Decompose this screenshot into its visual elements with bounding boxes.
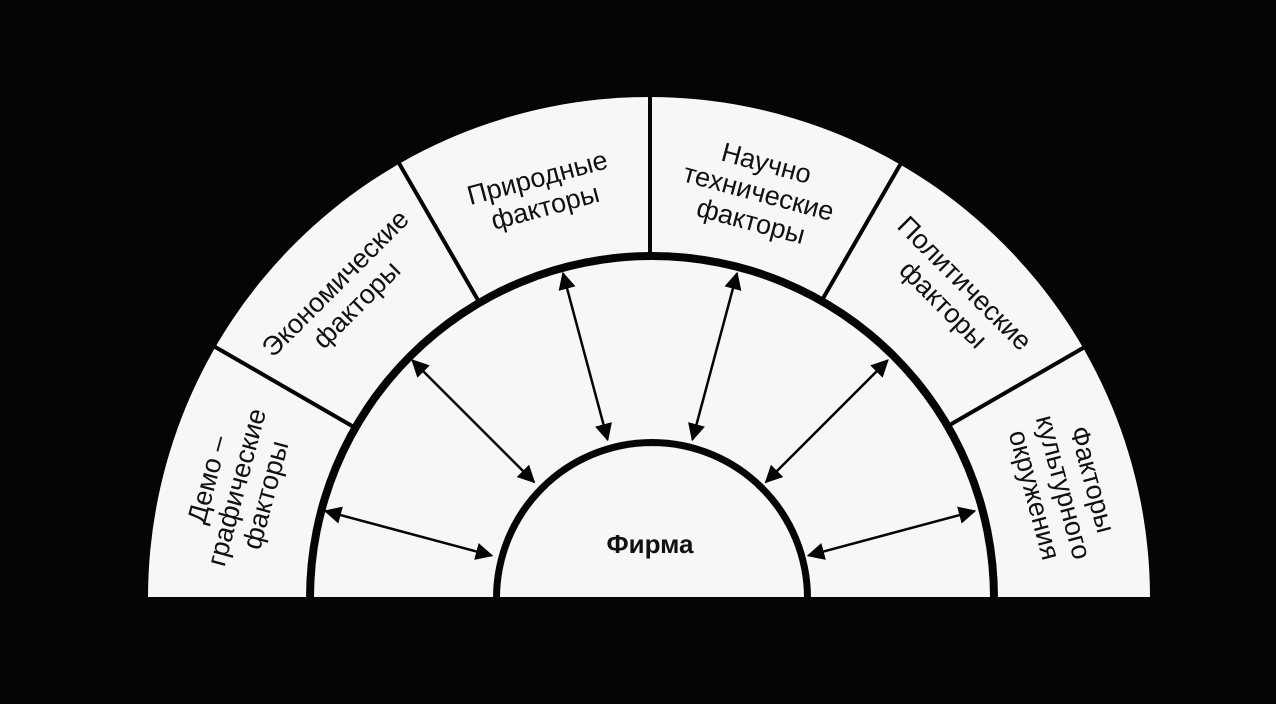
influence-arrow bbox=[411, 359, 536, 484]
sector-divider bbox=[395, 159, 481, 303]
influence-arrow bbox=[764, 359, 889, 484]
sector-dividers bbox=[211, 93, 1089, 429]
sector-label-scientific-technical: Научнотехническиефакторы bbox=[672, 129, 845, 256]
influence-arrow bbox=[806, 506, 977, 560]
sector-divider bbox=[819, 159, 905, 303]
influence-arrow bbox=[323, 506, 494, 560]
sector-divider bbox=[945, 343, 1089, 429]
firm-circle bbox=[500, 446, 804, 598]
influence-arrow bbox=[688, 271, 742, 442]
sector-divider bbox=[211, 343, 355, 429]
influence-arrow bbox=[558, 271, 612, 442]
firm-label: Фирма bbox=[606, 529, 694, 559]
influence-arrows bbox=[323, 271, 977, 560]
